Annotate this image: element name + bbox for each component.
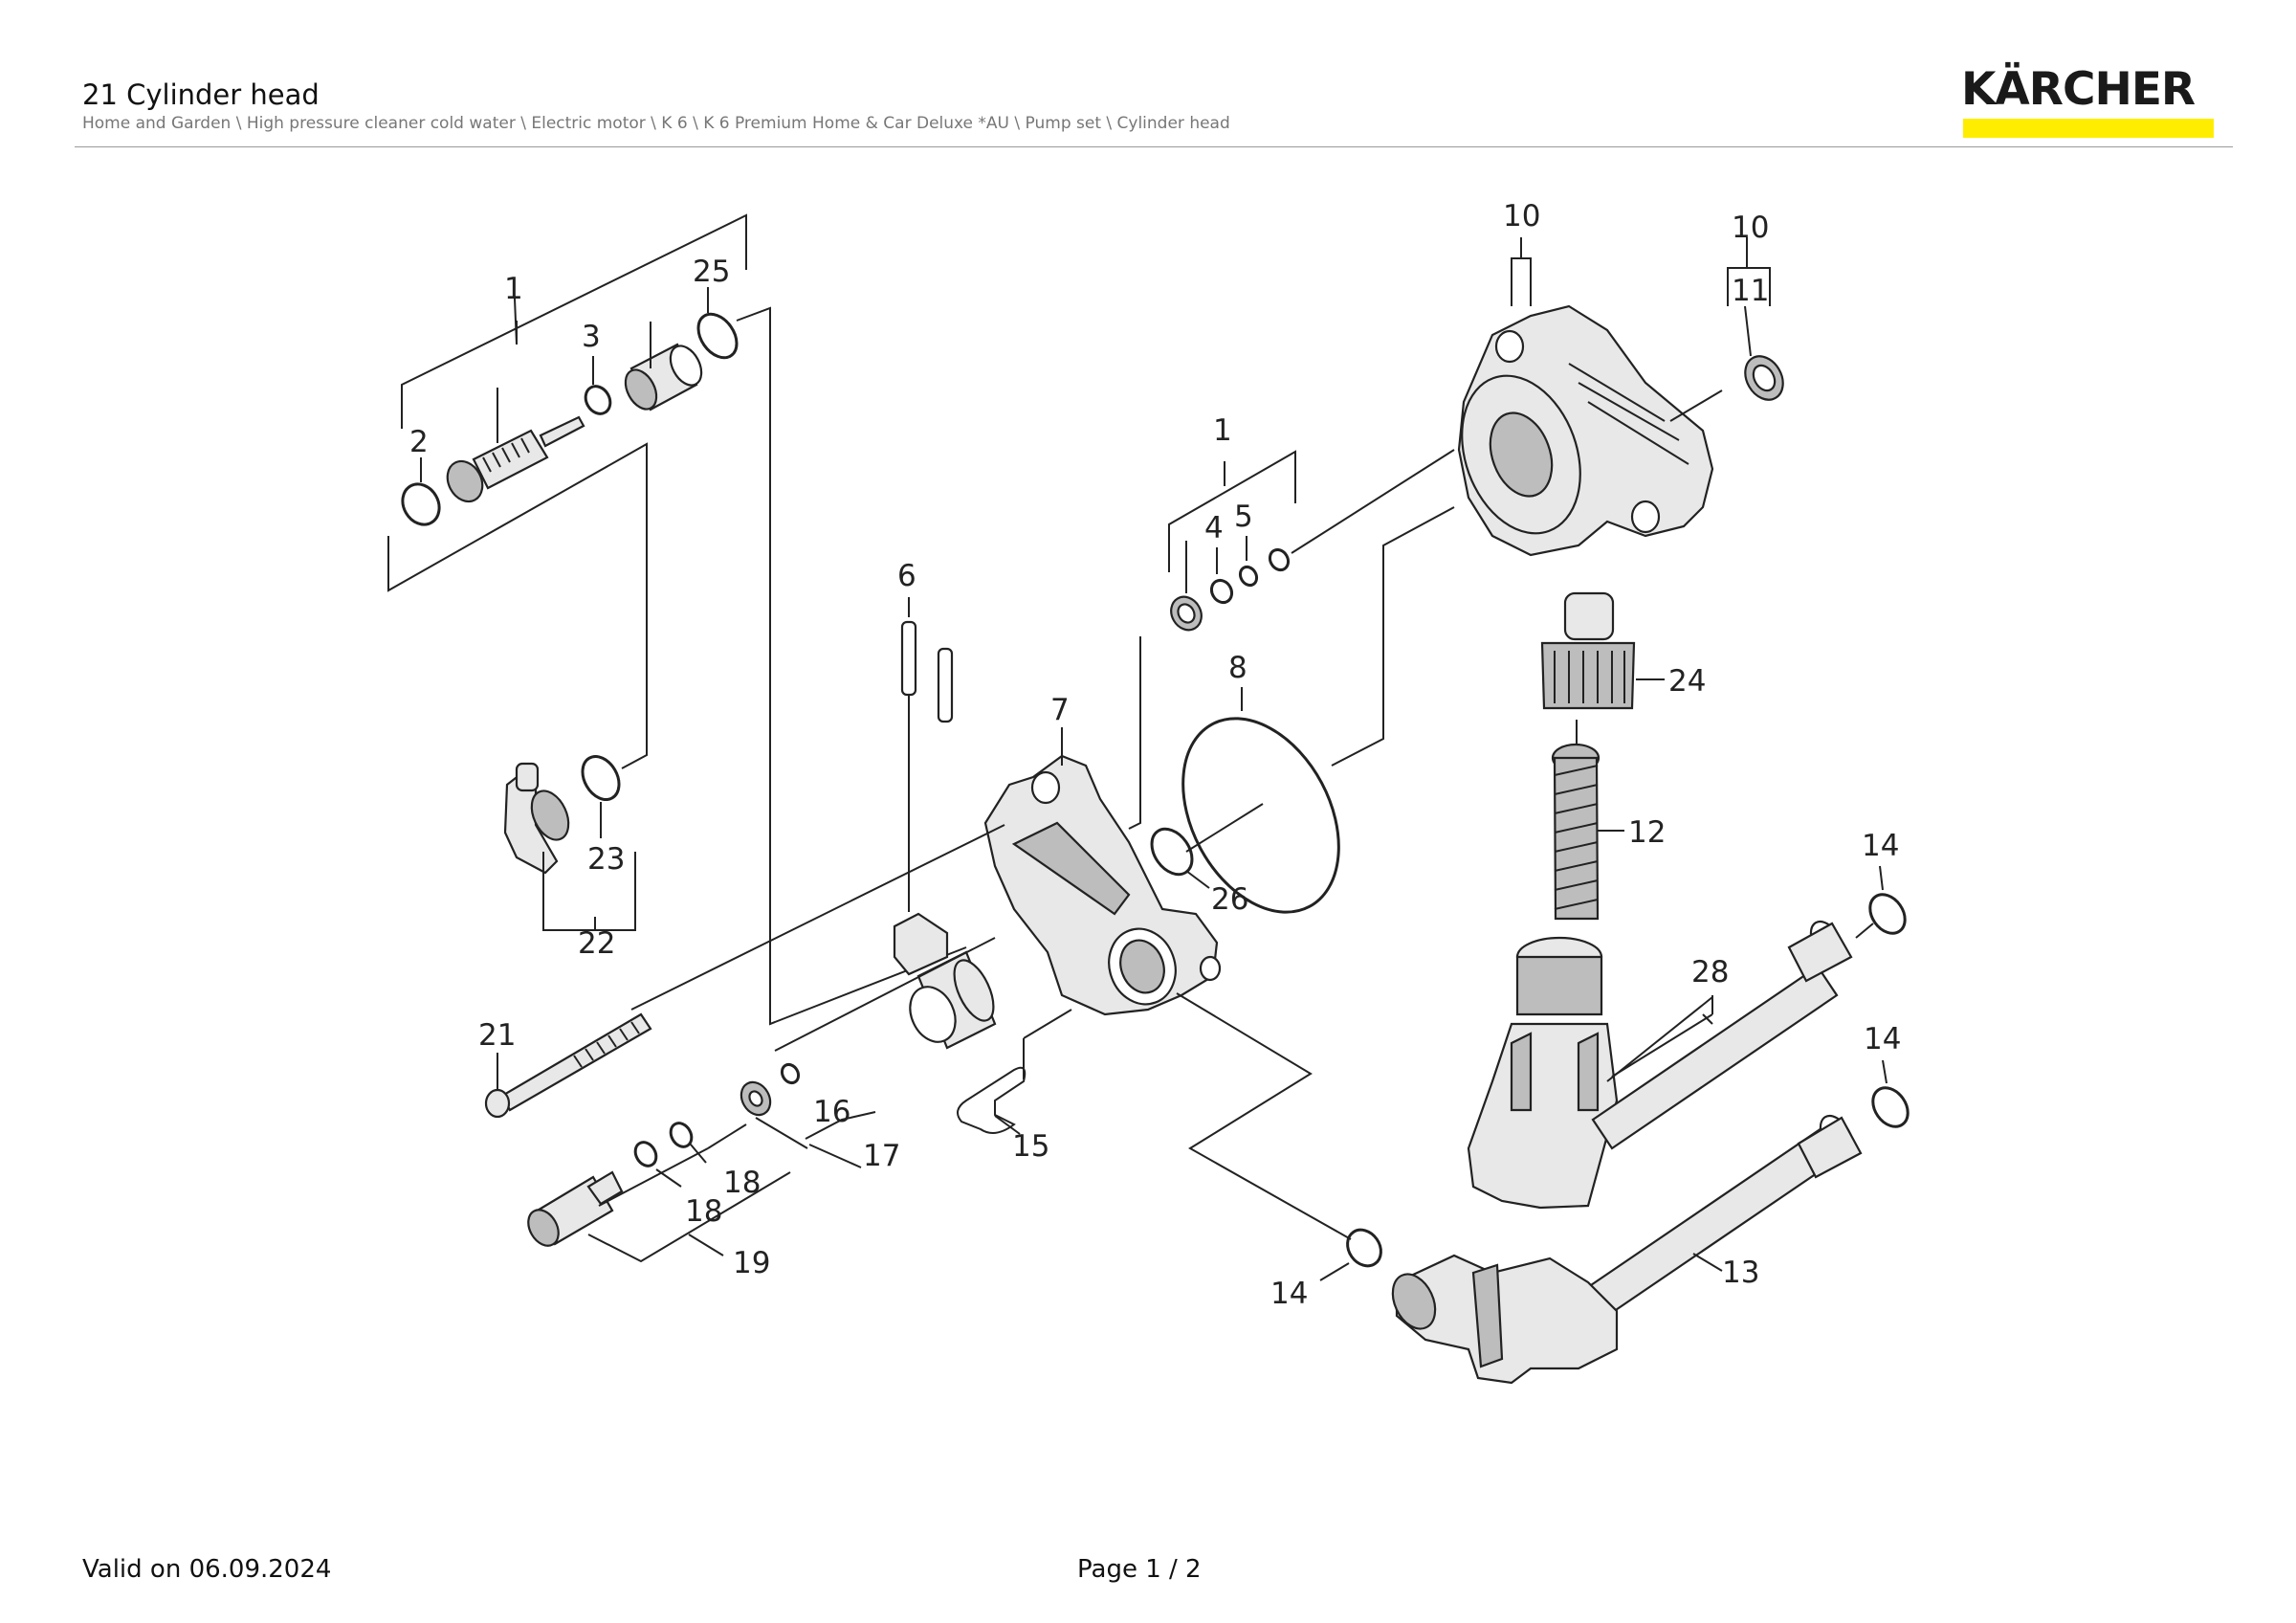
callout-5: 5 bbox=[1234, 500, 1253, 534]
o-ring-2 bbox=[401, 482, 441, 526]
callout-10b: 10 bbox=[1732, 211, 1769, 245]
retaining-clip-15 bbox=[957, 1009, 1072, 1135]
callout-21: 21 bbox=[478, 1018, 516, 1053]
callout-10a: 10 bbox=[1503, 199, 1540, 233]
logo-yellow-bar bbox=[1963, 119, 2214, 138]
callout-24: 24 bbox=[1668, 664, 1706, 699]
o-ring-18b bbox=[669, 1122, 694, 1148]
callout-13: 13 bbox=[1722, 1256, 1759, 1290]
callout-18b: 18 bbox=[723, 1166, 761, 1200]
o-ring-25 bbox=[696, 312, 739, 360]
o-ring-14-bottom bbox=[1346, 1228, 1382, 1268]
callout-17: 17 bbox=[863, 1139, 900, 1173]
hose-coupling-24 bbox=[1540, 591, 1665, 710]
callout-14b: 14 bbox=[1864, 1022, 1901, 1056]
callout-14c: 14 bbox=[1270, 1277, 1308, 1311]
callout-1b: 1 bbox=[1213, 413, 1232, 448]
callout-6: 6 bbox=[897, 559, 916, 593]
callout-15: 15 bbox=[1012, 1129, 1049, 1164]
valve-insert bbox=[446, 415, 585, 503]
callout-19: 19 bbox=[733, 1246, 770, 1280]
valve-assembly-upper-left bbox=[401, 213, 967, 1026]
callout-1a: 1 bbox=[504, 272, 523, 306]
o-ring-small bbox=[1268, 547, 1291, 572]
page-title: 21 Cylinder head bbox=[82, 78, 320, 111]
pressure-valve-19 bbox=[527, 1122, 791, 1263]
callout-25: 25 bbox=[693, 255, 730, 289]
callout-18a: 18 bbox=[685, 1194, 722, 1229]
o-ring-14-lower bbox=[1871, 1086, 1910, 1128]
o-ring-14-upper bbox=[1868, 893, 1907, 935]
o-ring-3 bbox=[584, 385, 612, 415]
page-indicator: Page 1 / 2 bbox=[1077, 1555, 1202, 1584]
filter-screen-12 bbox=[1551, 720, 1624, 921]
callout-11: 11 bbox=[1732, 274, 1769, 308]
inlet-housing-28 bbox=[1467, 920, 1853, 1210]
valve-sleeve bbox=[624, 343, 703, 411]
cylinder-head-7 bbox=[893, 754, 1222, 1050]
callout-12: 12 bbox=[1628, 815, 1666, 850]
logo-wordmark: KÄRCHER bbox=[1961, 63, 2196, 116]
pump-housing-10 bbox=[1457, 237, 1714, 557]
o-ring-4 bbox=[1209, 578, 1234, 605]
breadcrumb: Home and Garden \ High pressure cleaner … bbox=[82, 114, 1230, 133]
o-ring-18a bbox=[633, 1141, 658, 1167]
callout-23: 23 bbox=[587, 842, 625, 877]
radial-seal-11 bbox=[1669, 237, 1784, 422]
karcher-logo: KÄRCHER bbox=[1961, 63, 2216, 138]
valid-date: Valid on 06.09.2024 bbox=[82, 1555, 332, 1584]
callout-8: 8 bbox=[1228, 651, 1247, 685]
o-ring-8 bbox=[1181, 687, 1340, 914]
callout-28: 28 bbox=[1691, 955, 1729, 989]
dowel-pins-6 bbox=[900, 597, 954, 912]
callout-16: 16 bbox=[813, 1095, 850, 1129]
header-divider bbox=[75, 146, 2233, 147]
valve-set-center bbox=[1128, 449, 1455, 830]
callout-3: 3 bbox=[582, 320, 601, 354]
o-ring-16 bbox=[780, 1062, 801, 1085]
o-ring-23 bbox=[581, 755, 621, 801]
callout-14a: 14 bbox=[1862, 829, 1899, 863]
check-valve-22 bbox=[503, 755, 636, 931]
callout-22: 22 bbox=[578, 926, 615, 961]
callout-labels: 1 25 3 2 6 7 1 4 5 8 10 10 11 24 12 14 2… bbox=[409, 199, 1901, 1311]
nozzle-assembly-17 bbox=[740, 1062, 876, 1168]
callout-7: 7 bbox=[1050, 693, 1070, 727]
o-ring-26 bbox=[1150, 827, 1194, 877]
o-ring-5 bbox=[1238, 565, 1259, 588]
connection-pipe-13 bbox=[1391, 1114, 1863, 1385]
callout-26: 26 bbox=[1211, 882, 1248, 917]
screw-21 bbox=[484, 1012, 652, 1119]
callout-4: 4 bbox=[1204, 511, 1224, 545]
callout-2: 2 bbox=[409, 425, 429, 459]
